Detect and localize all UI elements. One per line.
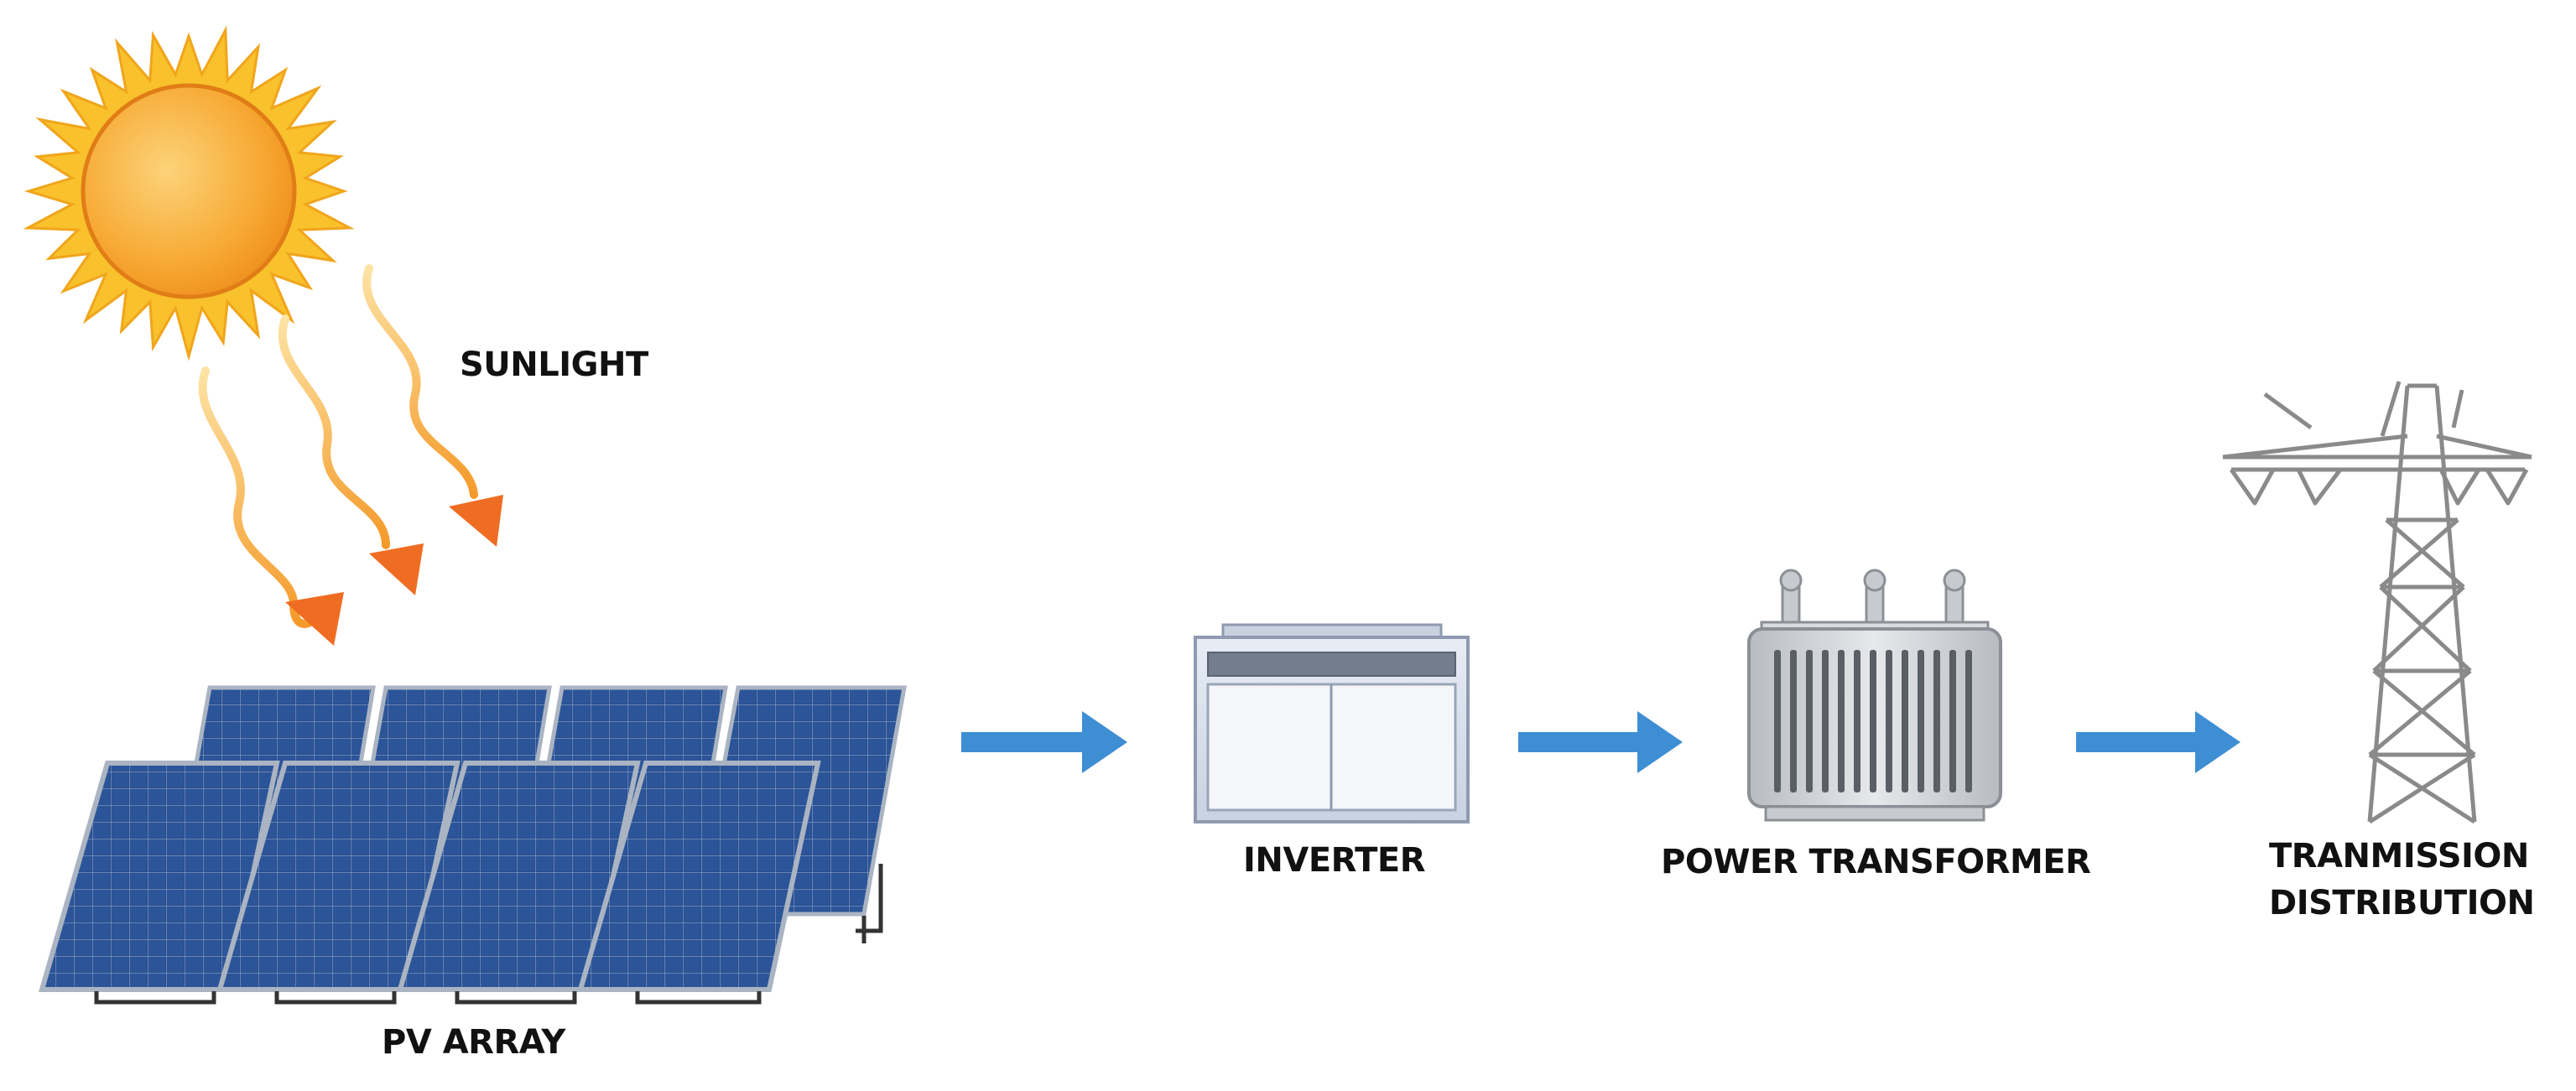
arrow-right-icon xyxy=(1518,711,1683,773)
transformer-fin xyxy=(1949,650,1956,792)
transformer-fin xyxy=(1774,650,1781,792)
inverter-icon xyxy=(1194,623,1470,823)
transformer-fin xyxy=(1886,650,1892,792)
transformer-fin xyxy=(1854,650,1860,792)
transformer-fin xyxy=(1965,650,1972,792)
label-inverter: INVERTER xyxy=(1243,841,1426,880)
transformer-fin xyxy=(1933,650,1940,792)
sun-icon xyxy=(23,25,355,361)
transformer-fin xyxy=(1806,650,1813,792)
transformer-icon xyxy=(1747,569,2002,822)
label-sunlight: SUNLIGHT xyxy=(460,345,648,384)
transformer-fin xyxy=(1870,650,1876,792)
solar-panel-front-row xyxy=(39,761,821,1005)
transformer-fin xyxy=(1822,650,1829,792)
arrow-right-icon xyxy=(961,711,1127,773)
arrow-right-icon xyxy=(2076,711,2240,773)
label-power-transformer: POWER TRANSFORMER xyxy=(1661,843,2091,881)
sunlight-rays-icon xyxy=(198,264,503,646)
label-pv-array: PV ARRAY xyxy=(382,1023,565,1062)
transformer-fin xyxy=(1918,650,1924,792)
label-distribution: DISTRIBUTION xyxy=(2269,884,2535,922)
transmission-tower-icon xyxy=(2222,381,2532,824)
transformer-fin xyxy=(1790,650,1797,792)
transformer-fin xyxy=(1902,650,1908,792)
solar-panel-array-icon xyxy=(39,685,907,1005)
label-tranmission: TRANMISSION xyxy=(2269,837,2529,875)
transformer-fin xyxy=(1838,650,1845,792)
